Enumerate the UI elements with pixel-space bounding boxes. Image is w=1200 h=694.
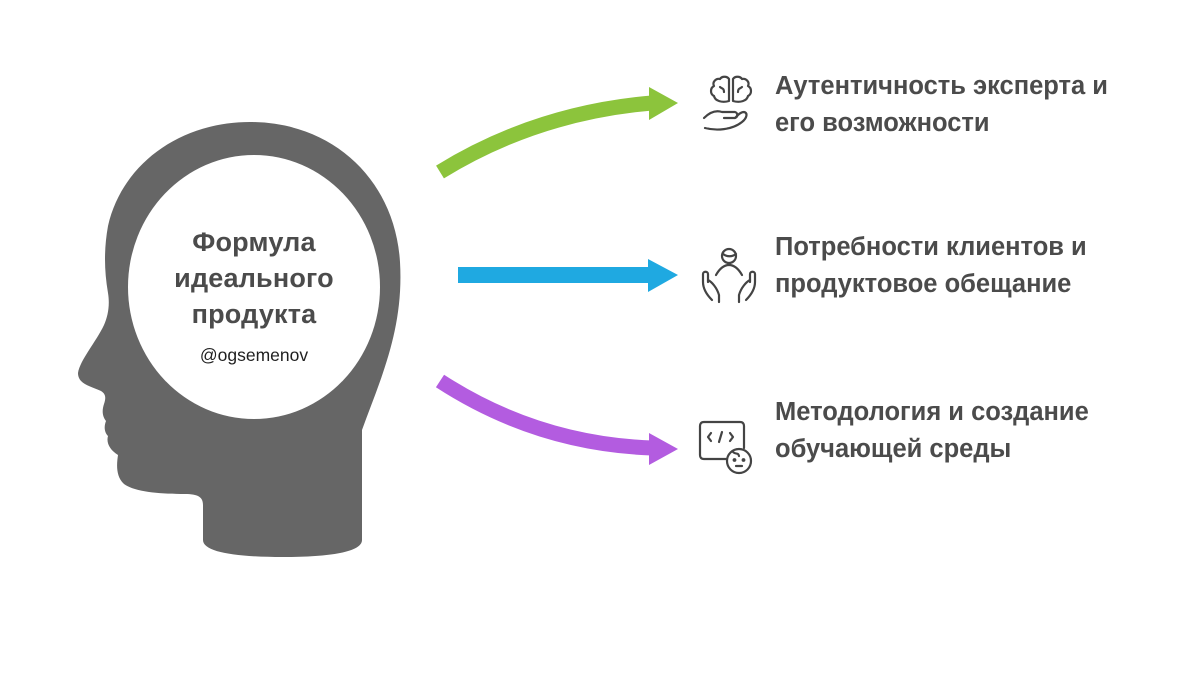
arrow-to-branch-3 — [435, 374, 678, 465]
branch-label-methodology: Методология и создание обучающей среды — [775, 394, 1089, 468]
head-silhouette-icon — [78, 122, 401, 557]
brain-in-hand-icon — [702, 75, 753, 131]
branch-label-line: продуктовое обещание — [775, 270, 1072, 298]
center-title-line: Формула — [192, 227, 316, 257]
branch-label-line: Методология и создание — [775, 398, 1089, 426]
arrow-to-branch-2 — [458, 259, 678, 292]
author-handle: @ogsemenov — [199, 345, 309, 365]
person-in-hands-icon — [701, 247, 757, 304]
branch-label-line: Аутентичность эксперта и — [775, 72, 1108, 100]
branch-label-line: его возможности — [775, 109, 990, 137]
branch-label-authenticity: Аутентичность эксперта и его возможности — [775, 68, 1108, 142]
center-title: Формула идеального продукта — [128, 224, 380, 332]
code-window-with-face-icon — [698, 420, 753, 475]
center-title-line: продукта — [191, 299, 317, 329]
arrow-to-branch-1 — [436, 87, 678, 179]
center-title-line: идеального — [174, 263, 334, 293]
branch-label-line: обучающей среды — [775, 435, 1012, 463]
branch-label-line: Потребности клиентов и — [775, 233, 1087, 261]
branch-label-client-needs: Потребности клиентов и продуктовое обеща… — [775, 229, 1087, 303]
